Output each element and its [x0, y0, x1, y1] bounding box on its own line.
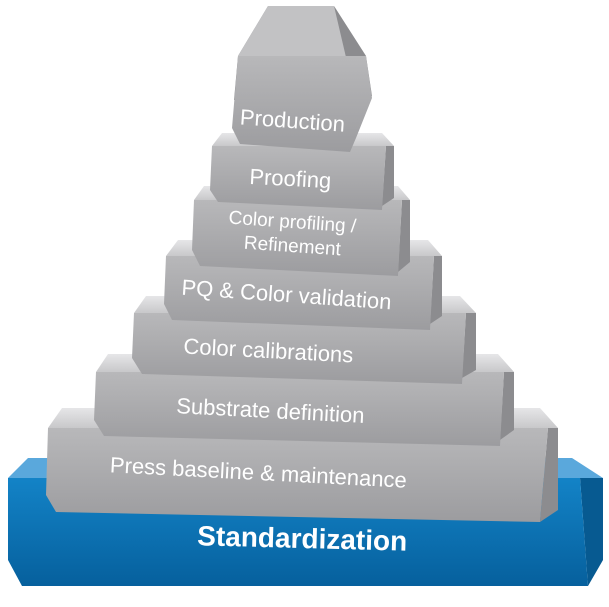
base-label-standardization: Standardization	[197, 520, 408, 556]
tier-side-face	[540, 428, 558, 522]
tier-front-face	[46, 428, 548, 522]
tier-side-face	[500, 372, 514, 440]
tier-production: Production	[232, 6, 372, 152]
tier-front-face	[192, 200, 402, 276]
tier-press-baseline: Press baseline & maintenance	[46, 408, 558, 522]
tier-front-face	[164, 256, 434, 330]
tier-label-proofing: Proofing	[249, 164, 332, 193]
tier-front-face	[132, 313, 466, 384]
apex-lower-face	[232, 56, 372, 152]
tier-front-face	[210, 146, 386, 210]
tier-side-face	[462, 313, 476, 378]
base-side-face	[580, 478, 603, 586]
apex-front-face	[238, 6, 366, 56]
tier-front-face	[94, 372, 504, 446]
